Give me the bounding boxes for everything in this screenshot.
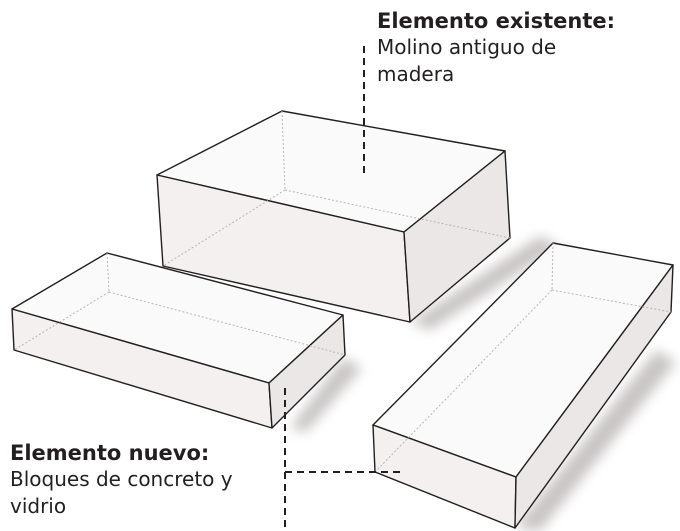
new-block-right-hidden-edges — [374, 242, 672, 473]
shadow-layer — [290, 236, 676, 531]
shadow-large-block — [410, 236, 560, 330]
shadow-right-block — [515, 350, 676, 531]
new-block-left — [11, 252, 346, 429]
existing-block-side-face — [403, 150, 511, 323]
label-new-element: Elemento nuevo: Bloques de concreto y vi… — [10, 440, 290, 520]
new-block-right — [372, 242, 674, 529]
existing-block — [156, 110, 511, 323]
leader-lines — [284, 46, 404, 531]
existing-element-title: Elemento existente: — [377, 9, 616, 33]
new-element-description: Bloques de concreto y vidrio — [10, 467, 233, 518]
existing-block-hidden-edges — [162, 110, 511, 267]
new-element-title: Elemento nuevo: — [10, 441, 210, 465]
new-block-left-hidden-edges — [13, 252, 346, 356]
existing-element-description: Molino antiguo de madera — [377, 35, 557, 86]
shadow-left-block — [290, 358, 362, 432]
label-existing-element: Elemento existente: Molino antiguo de ma… — [377, 8, 667, 88]
